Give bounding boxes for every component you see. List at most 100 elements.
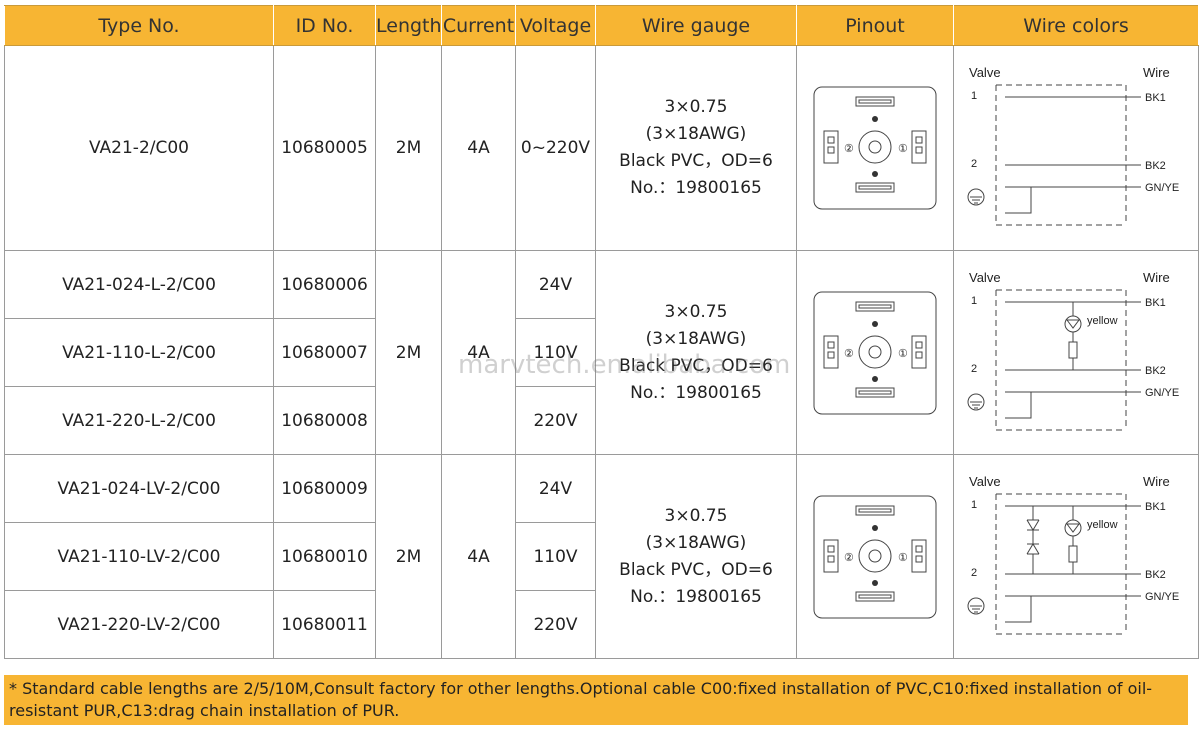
table-row: VA21-024-L-2/C00 10680006 2M 4A 24V 3×0.… bbox=[4, 250, 1199, 455]
led-color-label: yellow bbox=[1087, 519, 1118, 531]
table-row: VA21-220-L-2/C00 10680008 220V bbox=[4, 386, 1199, 455]
valve-label: Valve bbox=[969, 65, 1001, 80]
valve-label: Valve bbox=[969, 474, 1001, 489]
gauge-line: Black PVC，OD=6 bbox=[619, 151, 773, 171]
id-cell: 10680007 bbox=[273, 318, 376, 387]
led-color-label: yellow bbox=[1087, 315, 1118, 327]
bk2-label: BK2 bbox=[1145, 160, 1166, 172]
gauge-line: Black PVC，OD=6 bbox=[619, 559, 773, 580]
header-gauge: Wire gauge bbox=[595, 5, 797, 46]
wire-label: Wire bbox=[1143, 270, 1170, 285]
voltage-cell: 110V bbox=[515, 522, 596, 591]
header-pinout: Pinout bbox=[796, 5, 954, 46]
gauge-line: No.：19800165 bbox=[630, 382, 762, 403]
bk1-label: BK1 bbox=[1145, 92, 1166, 104]
current-cell: 4A bbox=[441, 45, 516, 251]
type-cell: VA21-220-LV-2/C00 bbox=[4, 590, 274, 659]
type-cell: VA21-024-L-2/C00 bbox=[4, 250, 274, 319]
voltage-cell: 24V bbox=[515, 250, 596, 319]
bk2-label: BK2 bbox=[1145, 365, 1166, 377]
pin2-label: ② bbox=[844, 552, 854, 564]
pinout-cell: ② ① bbox=[796, 250, 954, 455]
voltage-cell: 220V bbox=[515, 590, 596, 659]
id-cell: 10680005 bbox=[273, 45, 376, 251]
pinout-cell: ② ① bbox=[796, 45, 954, 251]
gauge-line: 3×0.75 bbox=[664, 301, 728, 322]
wire-colors-cell: Valve Wire 1 BK1 2 BK2 GN/YE bbox=[953, 45, 1199, 251]
wiring-diagram-led-varistor-icon: Valve Wire 1 BK1 yellow 2 BK2 GN/YE bbox=[967, 474, 1179, 634]
footnote: * Standard cable lengths are 2/5/10M,Con… bbox=[4, 675, 1188, 725]
pin2-label: ② bbox=[844, 348, 854, 360]
gauge-cell: 3×0.75 (3×18AWG) Black PVC，OD=6 No.：1980… bbox=[595, 250, 797, 455]
wire-label: Wire bbox=[1143, 65, 1170, 80]
type-cell: VA21-024-LV-2/C00 bbox=[4, 454, 274, 523]
id-cell: 10680011 bbox=[273, 590, 376, 659]
id-cell: 10680006 bbox=[273, 250, 376, 319]
length-cell: 2M bbox=[375, 45, 442, 251]
connector-pinout-icon: ② ① bbox=[813, 495, 937, 618]
id-cell: 10680008 bbox=[273, 386, 376, 455]
type-cell: VA21-220-L-2/C00 bbox=[4, 386, 274, 455]
pin1-label: 1 bbox=[971, 499, 977, 511]
table-row: VA21-110-L-2/C00 10680007 110V bbox=[4, 318, 1199, 387]
wire-colors-cell: Valve Wire 1 BK1 yellow 2 BK2 GN/YE bbox=[953, 454, 1199, 659]
table-row: VA21-024-LV-2/C00 10680009 2M 4A 24V 3×0… bbox=[4, 454, 1199, 659]
gnye-label: GN/YE bbox=[1145, 591, 1179, 603]
table-row: VA21-2/C00 10680005 2M 4A 0~220V 3×0.75 … bbox=[4, 45, 1199, 251]
connector-pinout-icon: ② ① bbox=[813, 291, 937, 414]
header-current: Current bbox=[441, 5, 516, 46]
pin1-label: 1 bbox=[971, 295, 977, 307]
gauge-line: Black PVC，OD=6 bbox=[619, 355, 773, 376]
gauge-cell: 3×0.75 (3×18AWG) Black PVC，OD=6 No.：1980… bbox=[595, 454, 797, 659]
wire-colors-cell: Valve Wire 1 BK1 yellow 2 BK2 GN/YE bbox=[953, 250, 1199, 455]
header-length: Length bbox=[375, 5, 442, 46]
connector-pinout-icon: ② ① bbox=[813, 86, 937, 210]
wire-label: Wire bbox=[1143, 474, 1170, 489]
id-cell: 10680010 bbox=[273, 522, 376, 591]
header-voltage: Voltage bbox=[515, 5, 596, 46]
pin2-label: ② bbox=[844, 143, 854, 155]
length-cell: 2M bbox=[375, 250, 442, 455]
header-row: Type No. ID No. Length Current Voltage W… bbox=[4, 5, 1199, 46]
gnye-label: GN/YE bbox=[1145, 182, 1179, 194]
id-cell: 10680009 bbox=[273, 454, 376, 523]
gnye-label: GN/YE bbox=[1145, 387, 1179, 399]
pin2-label: 2 bbox=[971, 567, 977, 579]
current-cell: 4A bbox=[441, 250, 516, 455]
gauge-cell: 3×0.75 (3×18AWG) Black PVC，OD=6 No.：1980… bbox=[595, 45, 797, 251]
header-type: Type No. bbox=[4, 5, 274, 46]
type-cell: VA21-2/C00 bbox=[4, 45, 274, 251]
header-id: ID No. bbox=[273, 5, 376, 46]
type-cell: VA21-110-LV-2/C00 bbox=[4, 522, 274, 591]
voltage-cell: 0~220V bbox=[515, 45, 596, 251]
pin1-label: ① bbox=[898, 552, 908, 564]
gauge-line: 3×0.75 bbox=[664, 97, 728, 117]
pin1-label: ① bbox=[898, 143, 908, 155]
pin1-label: 1 bbox=[971, 90, 977, 102]
pin1-label: ① bbox=[898, 348, 908, 360]
voltage-cell: 24V bbox=[515, 454, 596, 523]
gauge-line: No.：19800165 bbox=[630, 586, 762, 607]
current-cell: 4A bbox=[441, 454, 516, 659]
voltage-cell: 220V bbox=[515, 386, 596, 455]
type-cell: VA21-110-L-2/C00 bbox=[4, 318, 274, 387]
wiring-diagram-icon: Valve Wire 1 BK1 2 BK2 GN/YE bbox=[967, 65, 1179, 226]
gauge-line: (3×18AWG) bbox=[645, 532, 747, 553]
valve-label: Valve bbox=[969, 270, 1001, 285]
spec-table: Type No. ID No. Length Current Voltage W… bbox=[4, 5, 1199, 659]
bk1-label: BK1 bbox=[1145, 297, 1166, 309]
table-row: VA21-220-LV-2/C00 10680011 220V bbox=[4, 590, 1199, 659]
bk1-label: BK1 bbox=[1145, 501, 1166, 513]
wiring-diagram-led-icon: Valve Wire 1 BK1 yellow 2 BK2 GN/YE bbox=[967, 270, 1179, 430]
header-wire-colors: Wire colors bbox=[953, 5, 1199, 46]
pin2-label: 2 bbox=[971, 363, 977, 375]
voltage-cell: 110V bbox=[515, 318, 596, 387]
bk2-label: BK2 bbox=[1145, 569, 1166, 581]
pinout-cell: ② ① bbox=[796, 454, 954, 659]
gauge-line: 3×0.75 bbox=[664, 505, 728, 526]
pin2-label: 2 bbox=[971, 158, 977, 170]
gauge-line: No.：19800165 bbox=[630, 178, 762, 198]
length-cell: 2M bbox=[375, 454, 442, 659]
gauge-line: (3×18AWG) bbox=[645, 124, 747, 144]
gauge-line: (3×18AWG) bbox=[645, 328, 747, 349]
